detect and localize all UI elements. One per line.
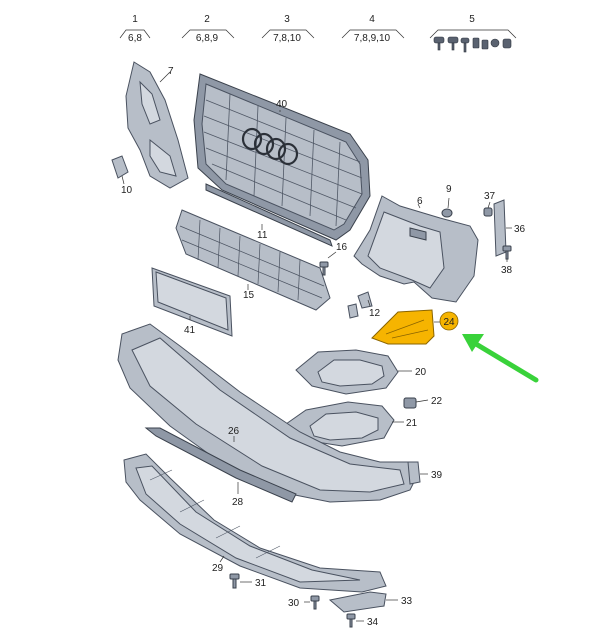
four-rings-emblem-icon xyxy=(241,127,299,166)
part-38-screw xyxy=(502,245,512,262)
part-30-screw xyxy=(304,595,320,610)
callout-16: 16 xyxy=(336,242,348,253)
callout-34: 34 xyxy=(367,617,379,628)
header-refs-4: 7,8,9,10 xyxy=(354,33,391,44)
part-11-trim-strip xyxy=(205,183,333,247)
header-group-2: 2 6,8,9 xyxy=(181,14,235,44)
pointer-arrow-icon xyxy=(462,334,539,383)
callout-36: 36 xyxy=(514,224,526,235)
header-refs-1: 6,8 xyxy=(128,33,142,44)
callout-24-highlight-badge: 24 xyxy=(439,311,459,331)
callout-30: 30 xyxy=(288,598,300,609)
callout-28: 28 xyxy=(232,497,244,508)
callout-41: 41 xyxy=(184,325,196,336)
callout-29: 29 xyxy=(212,563,224,574)
fastener-set-icon xyxy=(433,36,512,53)
part-7-left-bracket xyxy=(125,61,189,189)
part-31-screw xyxy=(229,573,252,589)
callout-33: 33 xyxy=(401,596,413,607)
header-group-5: 5 xyxy=(429,14,517,53)
callout-37: 37 xyxy=(484,191,496,202)
part-20-fog-grille xyxy=(295,349,412,395)
callout-40: 40 xyxy=(276,99,288,110)
header-refs-2: 6,8,9 xyxy=(196,33,219,44)
part-small-clip xyxy=(347,303,359,319)
part-40-radiator-grille xyxy=(193,73,371,241)
header-number-4: 4 xyxy=(369,14,375,25)
callout-10: 10 xyxy=(121,185,133,196)
header-number-2: 2 xyxy=(204,14,210,25)
callout-15: 15 xyxy=(243,290,255,301)
callout-31: 31 xyxy=(255,578,267,589)
part-10-clip xyxy=(111,155,129,185)
callout-6: 6 xyxy=(417,196,423,207)
callout-21: 21 xyxy=(406,418,418,429)
part-34-screw xyxy=(346,613,364,628)
part-22-clip xyxy=(403,397,429,409)
part-15-lower-grille xyxy=(175,209,331,311)
callout-7: 7 xyxy=(168,66,174,77)
header-group-4: 4 7,8,9,10 xyxy=(341,14,405,44)
part-24-highlighted-bracket xyxy=(371,309,442,345)
part-9-clip xyxy=(441,197,453,218)
callout-11: 11 xyxy=(257,230,268,241)
part-37-nut xyxy=(483,201,493,217)
part-16-screw xyxy=(319,251,337,276)
part-6-side-bracket xyxy=(353,195,479,303)
part-28-spoiler-strip xyxy=(144,427,297,503)
header-group-3: 3 7,8,10 xyxy=(261,14,315,44)
header-refs-3: 7,8,10 xyxy=(273,33,301,44)
callout-39: 39 xyxy=(431,470,443,481)
header-number-3: 3 xyxy=(284,14,290,25)
part-33-trim xyxy=(328,591,398,613)
header-number-1: 1 xyxy=(132,14,138,25)
callout-38: 38 xyxy=(501,265,513,276)
part-29-underbody-guard xyxy=(123,453,387,593)
part-39-clip xyxy=(407,461,428,485)
callout-22: 22 xyxy=(431,396,443,407)
part-41-plate-holder xyxy=(151,267,233,337)
callout-26: 26 xyxy=(228,426,240,437)
callout-24: 24 xyxy=(443,317,455,328)
callout-9: 9 xyxy=(446,184,452,195)
part-12-clip xyxy=(357,291,373,309)
header-group-1: 1 6,8 xyxy=(119,14,151,44)
callout-12: 12 xyxy=(369,308,381,319)
header-number-5: 5 xyxy=(469,14,475,25)
part-21-fog-grille xyxy=(285,401,404,447)
callout-20: 20 xyxy=(415,367,427,378)
